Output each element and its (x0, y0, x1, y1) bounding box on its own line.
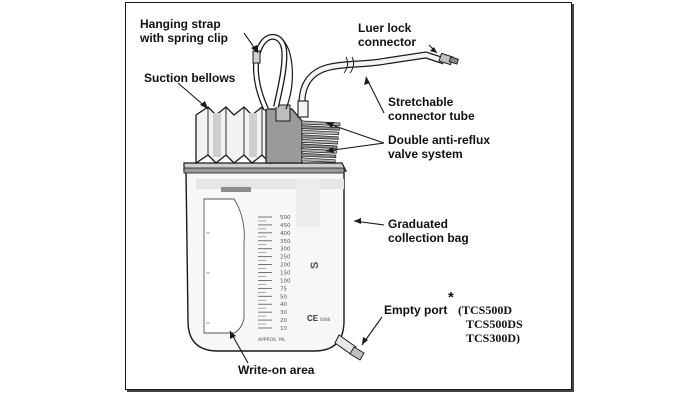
label-write-on-area: Write-on area (238, 363, 315, 377)
arrowhead-tube (364, 77, 370, 85)
label-connector-tube-line2: connector tube (388, 109, 475, 123)
scale-label: 150 (280, 271, 291, 277)
label-model-line2: TCS500DS (466, 317, 523, 331)
leader-arrowheads (200, 45, 437, 345)
arrowhead-valve-1 (326, 122, 334, 128)
arrowhead-bellows (200, 101, 208, 109)
bag-approx-ml: APPROX. ML (258, 337, 286, 343)
suction-bellows (195, 106, 271, 165)
scale-label: 350 (280, 239, 291, 245)
label-hanging-strap-line1: Hanging strap (140, 17, 221, 31)
leader-anti-reflux-1 (325, 122, 385, 144)
valve-fin (301, 139, 338, 145)
arrowhead-luer (430, 47, 437, 53)
scale-label: 75 (280, 286, 287, 292)
valve-fin (301, 134, 339, 140)
arrowhead-hanging-strap (251, 45, 258, 53)
valve-fin (301, 148, 337, 154)
bag-label-strip (221, 187, 251, 192)
ce-mark: CE (307, 314, 319, 323)
scale-label: 10 (280, 326, 287, 332)
anti-reflux-valve-fins (301, 120, 341, 163)
scale-label: 400 (280, 231, 291, 237)
scale-label: 300 (280, 247, 291, 253)
arrowhead-empty-port (362, 337, 368, 345)
bag-shade-panel (296, 179, 320, 227)
label-anti-reflux-line2: valve system (388, 147, 463, 161)
luer-lock-connector (438, 52, 459, 66)
arrowhead-bag (354, 218, 361, 224)
scale-label: 450 (280, 223, 291, 229)
label-collection-bag-line2: collection bag (388, 231, 469, 245)
scale-label: 50 (280, 294, 287, 300)
arrowhead-valve-2 (326, 147, 334, 153)
scale-label: 200 (280, 263, 291, 269)
empty-port (334, 334, 365, 361)
label-model-line3: TCS300D) (466, 331, 521, 345)
bag-logo-letter: S (309, 262, 321, 269)
connector-tube (297, 51, 446, 118)
valve-fin (301, 120, 341, 126)
label-asterisk: * (448, 289, 454, 306)
valve-fin (301, 143, 338, 149)
valve-fin (301, 129, 340, 136)
label-anti-reflux-line1: Double anti-reflux (388, 133, 491, 147)
suction-device-illustration: 500450400350300250200150100755040302010 … (177, 32, 459, 364)
valve-fin (301, 152, 337, 159)
scale-label: 20 (280, 318, 287, 324)
valve-fin (301, 125, 340, 131)
bag-top-band (196, 179, 344, 189)
write-on-area-panel (203, 198, 245, 334)
arrowhead-write-on (230, 331, 236, 339)
label-empty-port: Empty port (384, 303, 448, 317)
hanging-strap (252, 33, 293, 111)
ce-code: 0086 (320, 317, 331, 322)
label-model-line1: (TCS500D (458, 303, 513, 317)
label-suction-bellows: Suction bellows (144, 71, 236, 85)
label-luer-lock-line2: connector (358, 35, 417, 49)
scale-label: 30 (280, 310, 287, 316)
label-connector-tube-line1: Stretchable (388, 95, 454, 109)
label-collection-bag-line1: Graduated (388, 217, 449, 231)
lid-base (183, 167, 345, 174)
leader-anti-reflux-2 (325, 142, 385, 152)
scale-label: 500 (280, 215, 291, 221)
label-hanging-strap-line2: with spring clip (140, 31, 229, 45)
scale-label: 250 (280, 255, 291, 261)
scale-label: 100 (280, 278, 291, 284)
label-luer-lock-line1: Luer lock (358, 21, 412, 35)
scale-label: 40 (280, 302, 287, 308)
valve-fin (301, 157, 336, 163)
